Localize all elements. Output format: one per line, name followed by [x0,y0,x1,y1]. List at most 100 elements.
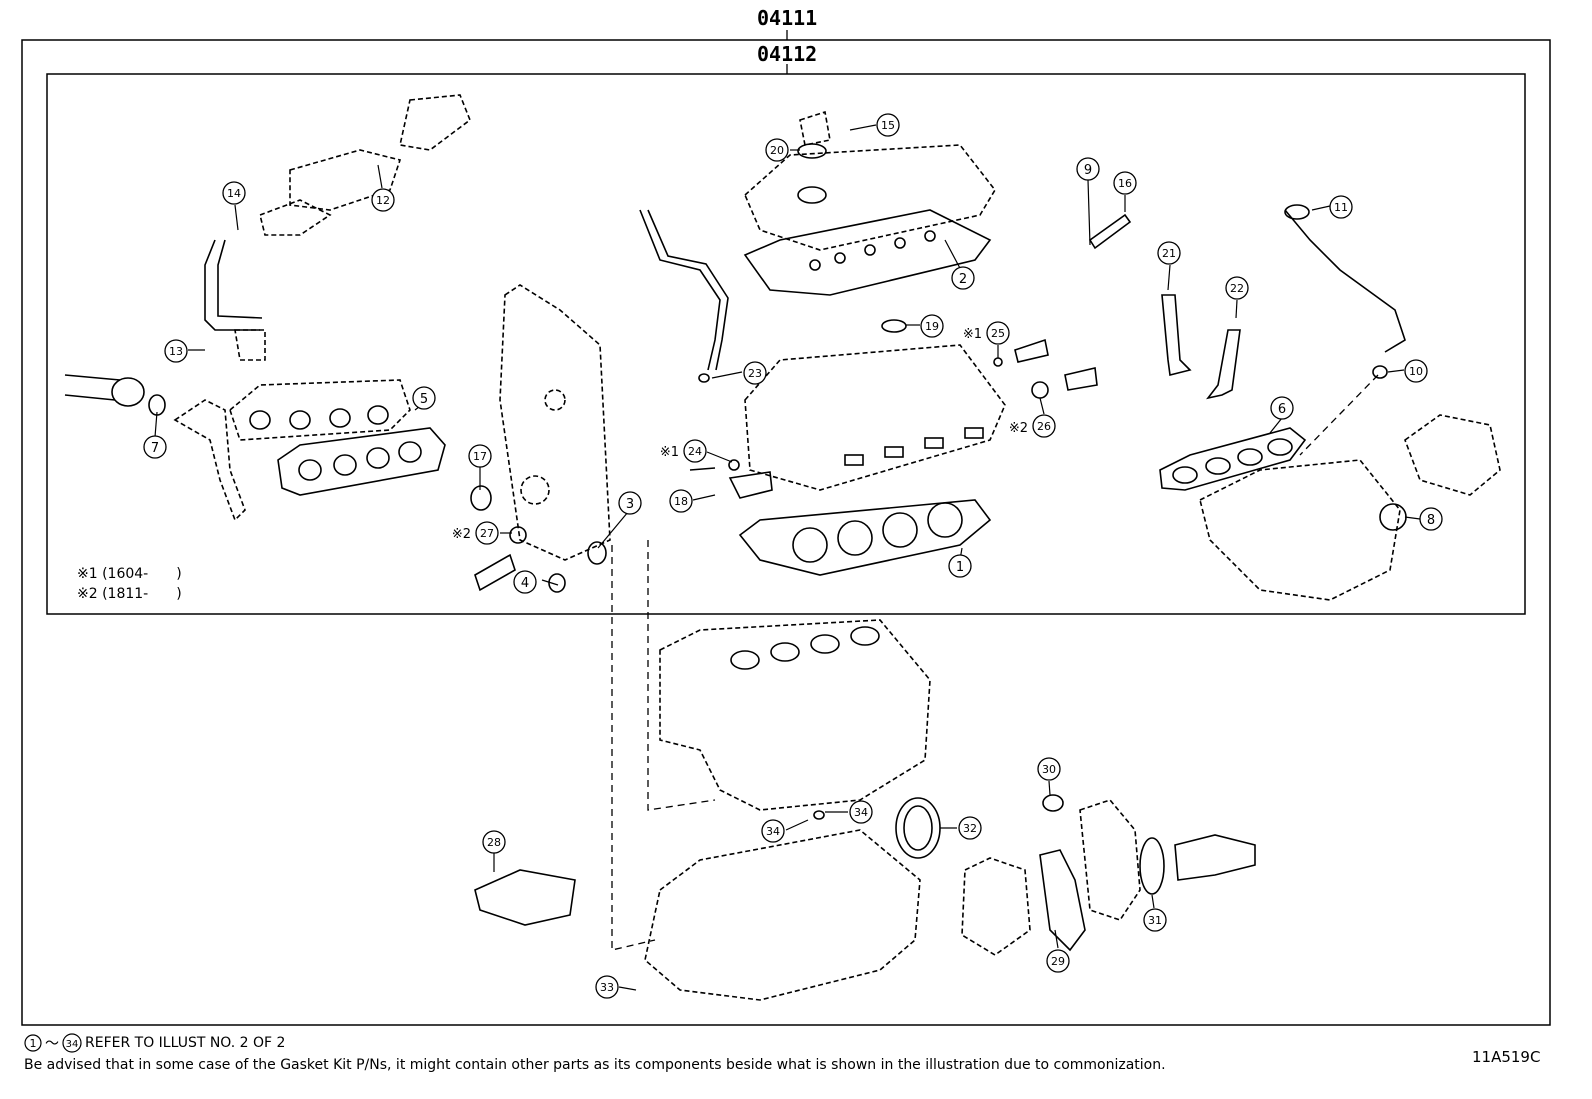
timing-cover-sketch [499,284,611,561]
svg-text:17: 17 [473,450,487,463]
exhaust-manifold-sketch [64,374,411,522]
callouts: 1 2 3 4 5 6 7 8 9 10 11 12 13 14 15 16 1… [143,113,1443,999]
callout-13: 13 [164,339,188,363]
svg-text:4: 4 [521,576,529,591]
svg-text:24: 24 [688,445,702,458]
refer-note: 1 ～ 34 REFER TO ILLUST NO. 2 OF 2 [24,1033,285,1053]
svg-text:※2: ※2 [452,527,471,542]
svg-text:34: 34 [766,825,780,838]
ref-start-circle: 1 [24,1034,42,1052]
legend-range-1: (1604- ) [102,566,182,582]
svg-text:25: 25 [991,327,1005,340]
inner-assembly-code: 04112 [757,42,818,66]
svg-text:34: 34 [66,1039,79,1050]
callout-8: 8 [1419,507,1443,531]
callout-25: 25 ※1 [963,321,1010,345]
cam-cover-sketch [744,110,996,251]
head-gasket-sketch [738,499,992,576]
commonization-note: Be advised that in some case of the Gask… [24,1057,1166,1073]
callout-28: 28 [482,830,506,854]
svg-text:27: 27 [480,527,494,540]
svg-text:20: 20 [770,144,784,157]
legend-mark-1: ※1 [77,566,98,582]
svg-text:3: 3 [626,497,634,512]
seal-markers [148,143,1407,820]
callout-19: 19 [920,314,944,338]
svg-text:33: 33 [600,981,614,994]
callout-3: 3 [618,491,642,515]
svg-text:26: 26 [1037,420,1051,433]
legend-row-2: ※2 (1811- ) [77,584,182,604]
intake-manifold-sketch [1199,204,1501,601]
leader-lines [154,124,1421,991]
callout-12: 12 [371,188,395,212]
illustration-id: 11A519C [1472,1048,1541,1066]
cylinder-head-sketch [744,344,1006,491]
svg-text:14: 14 [227,187,241,200]
ref-tilde: ～ [45,1036,59,1052]
callout-17: 17 [468,444,492,468]
ref-end-circle: 34 [62,1033,82,1053]
callout-14: 14 [222,181,246,205]
svg-text:9: 9 [1084,163,1092,178]
svg-text:18: 18 [674,495,688,508]
outer-frame [21,39,1551,1026]
callout-34b: 34 [849,800,873,824]
svg-text:34: 34 [854,806,868,819]
oil-pan-sketch [474,829,921,1001]
callout-1: 1 [948,554,972,578]
svg-text:7: 7 [151,441,159,456]
callout-10: 10 [1404,359,1428,383]
callout-29: 29 [1046,949,1070,973]
callout-24: 24※1 [660,439,707,463]
callout-23: 23 [743,361,767,385]
callout-5: 5 [412,386,436,410]
legend-row-1: ※1 (1604- ) [77,564,182,584]
callout-31: 31 [1143,908,1167,932]
svg-text:1: 1 [30,1037,37,1050]
svg-text:8: 8 [1427,513,1435,528]
svg-text:12: 12 [376,194,390,207]
svg-text:13: 13 [169,345,183,358]
legend-mark-2: ※2 [77,586,98,602]
svg-text:11: 11 [1334,201,1348,214]
callout-34a: 34 [761,819,785,843]
svg-text:※2: ※2 [1009,421,1028,436]
svg-text:21: 21 [1162,247,1176,260]
callout-4: 4 [513,570,537,594]
callout-30: 30 [1037,757,1061,781]
callout-2: 2 [951,266,975,290]
intake-gasket-sketch [1159,427,1307,491]
svg-text:30: 30 [1042,763,1056,776]
callout-16: 16 [1113,171,1137,195]
svg-text:22: 22 [1230,282,1244,295]
timing-and-water-pump-sketch [895,797,1256,956]
callout-20: 20 [765,138,789,162]
svg-text:2: 2 [959,272,967,287]
callout-26: 26 ※2 [1009,414,1056,438]
svg-text:10: 10 [1409,365,1423,378]
ref-text: REFER TO ILLUST NO. 2 OF 2 [85,1035,286,1051]
svg-text:15: 15 [881,119,895,132]
callout-32: 32 [958,816,982,840]
callout-6: 6 [1270,396,1294,420]
svg-text:16: 16 [1118,177,1132,190]
callout-9: 9 [1076,157,1100,181]
svg-text:5: 5 [420,392,428,407]
cam-cover-gasket-sketch [743,209,992,296]
callout-18: 18 [669,489,693,513]
callout-33: 33 [595,975,619,999]
svg-text:19: 19 [925,320,939,333]
engine-block-sketch [659,619,931,811]
exhaust-gasket-sketch [277,427,446,496]
svg-text:28: 28 [487,836,501,849]
production-date-legend: ※1 (1604- ) ※2 (1811- ) [77,564,182,604]
svg-text:23: 23 [748,367,762,380]
inner-frame [46,73,1526,615]
valves-sketch [1161,294,1241,400]
svg-text:※1: ※1 [963,327,982,342]
callout-11: 11 [1329,195,1353,219]
svg-text:32: 32 [963,822,977,835]
callout-7: 7 [143,435,167,459]
